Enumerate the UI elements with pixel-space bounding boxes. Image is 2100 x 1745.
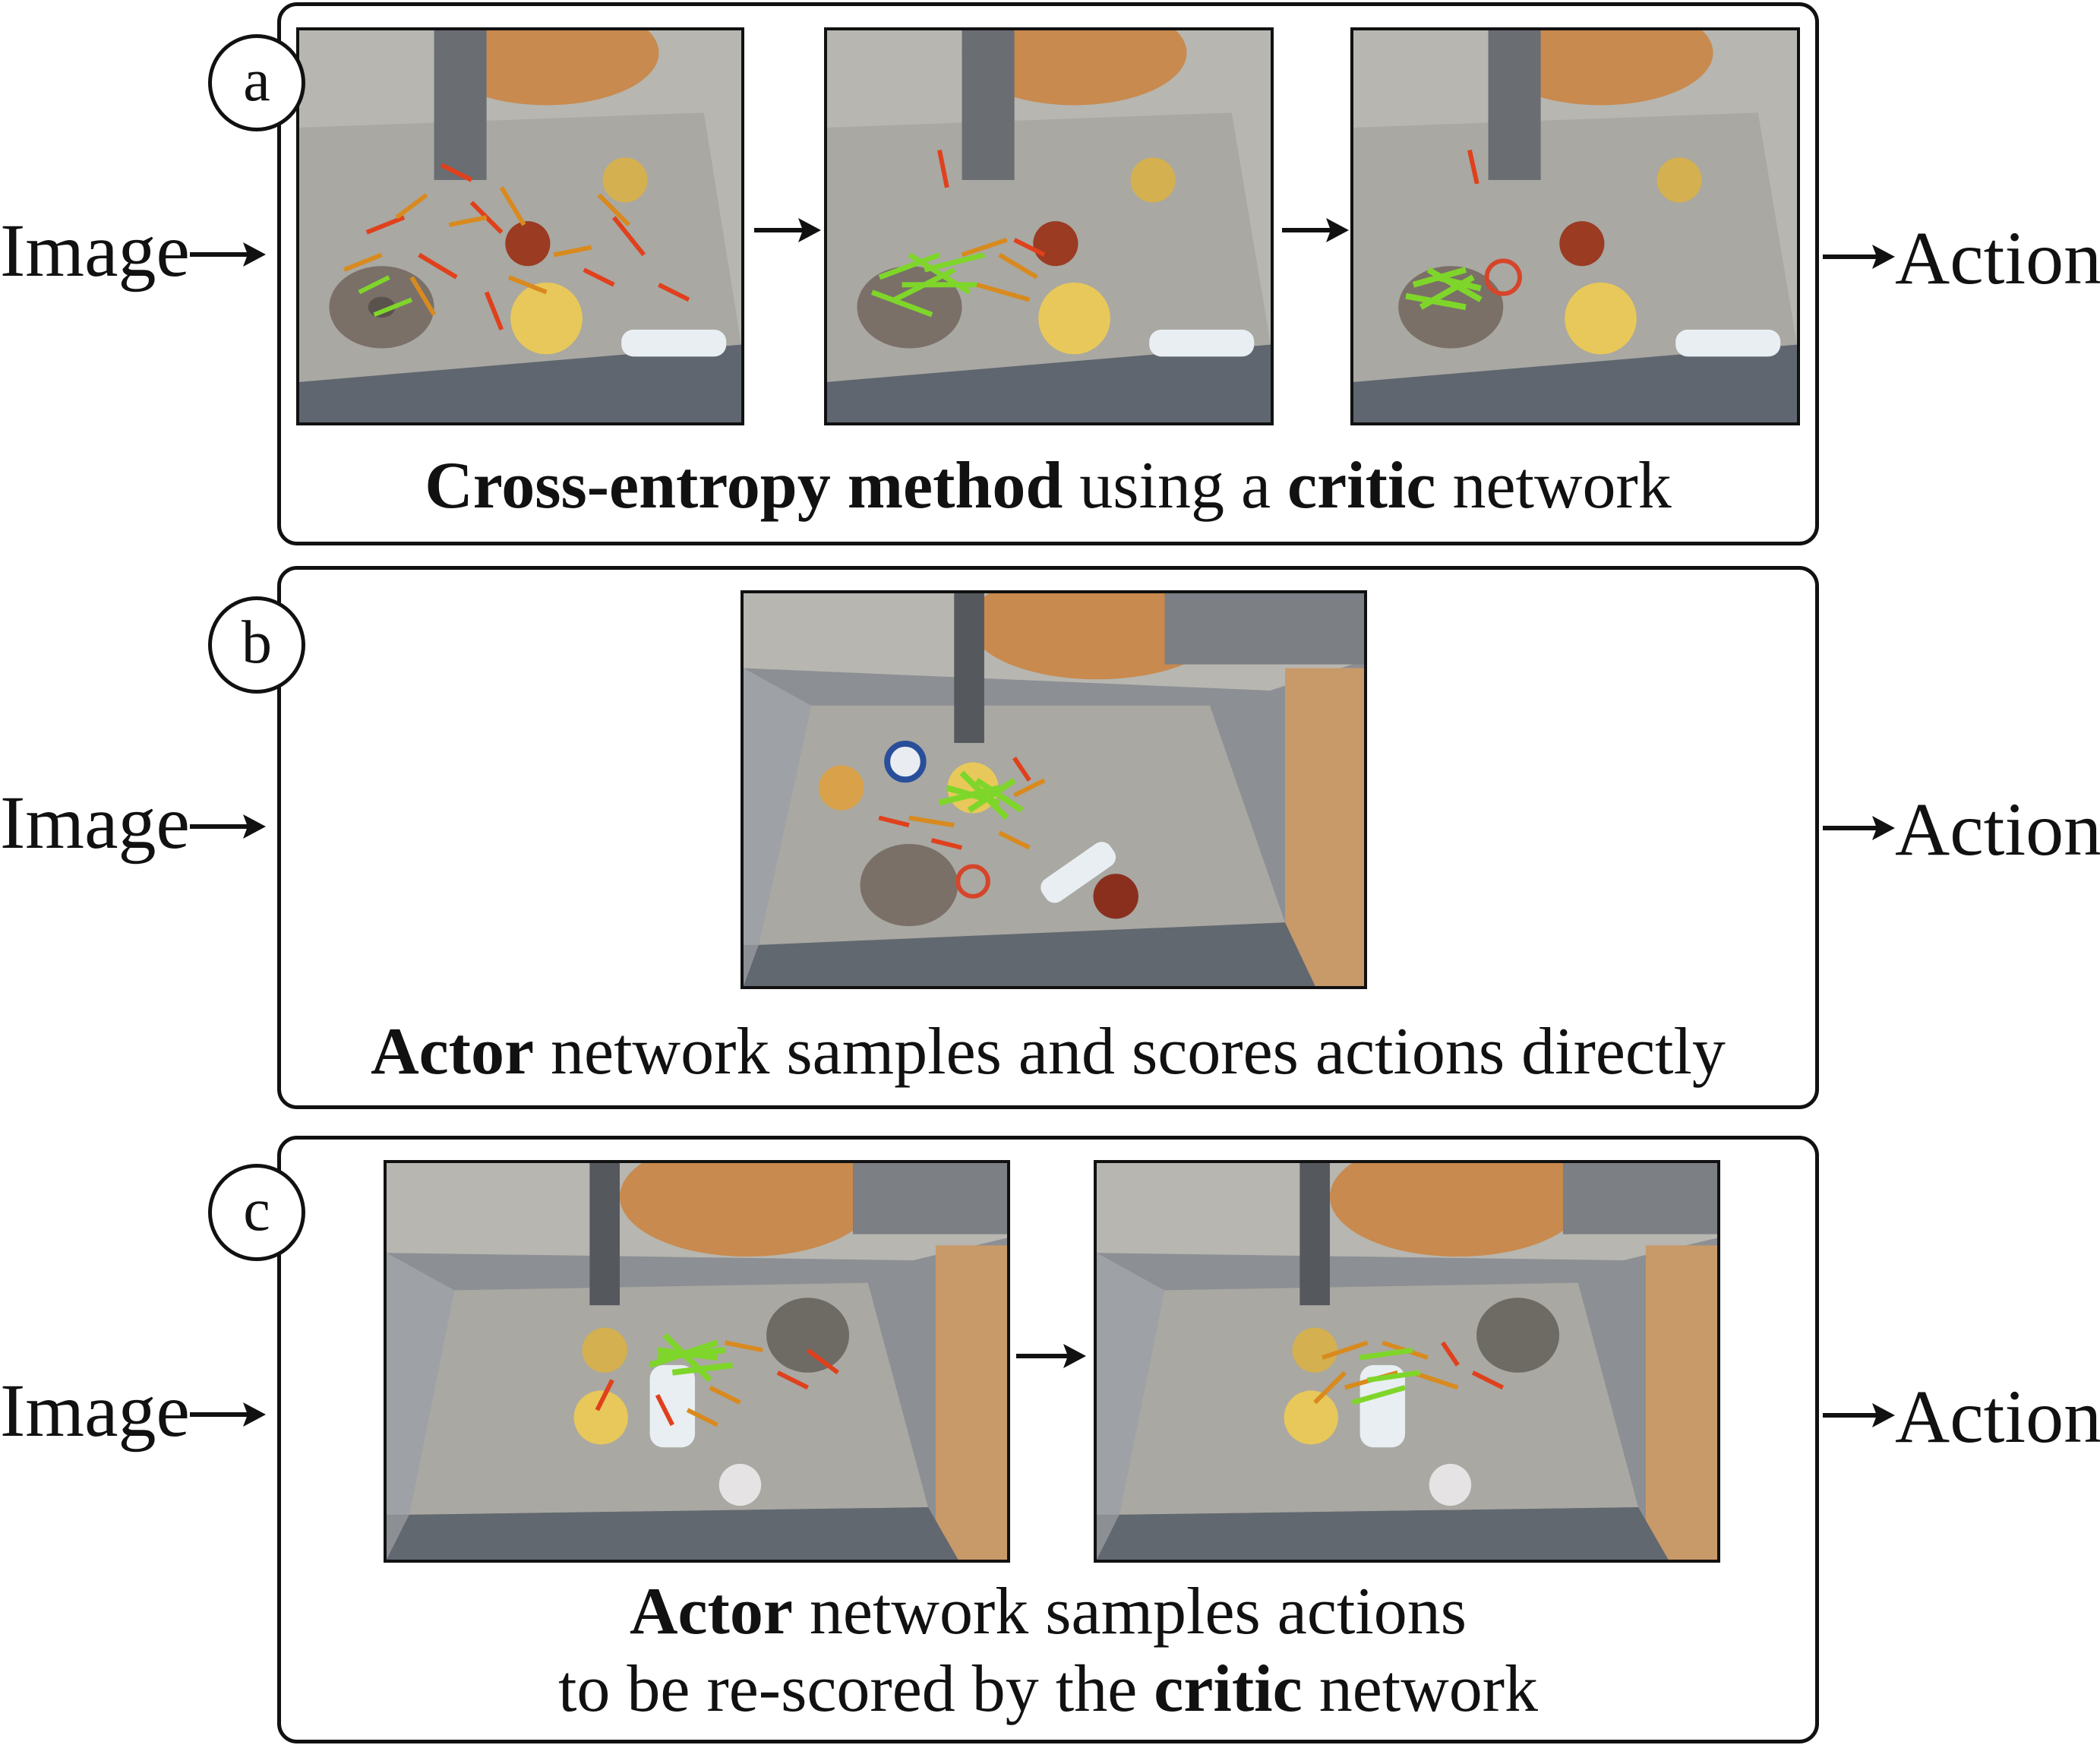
input-arrow-a: [190, 242, 266, 267]
bin-scene-a3: [1353, 30, 1797, 422]
caption-c-text-2: to be re-scored by the: [557, 1652, 1154, 1726]
output-arrow-a: [1823, 245, 1895, 269]
input-label-c: Image: [0, 1368, 190, 1453]
caption-c-line-1: Actor network samples actions: [281, 1573, 1815, 1652]
output-label-b: Action: [1895, 787, 2100, 871]
caption-c-bold-1: Actor: [629, 1575, 793, 1649]
caption-b: Actor network samples and scores actions…: [281, 1013, 1815, 1092]
caption-c-bold-2: critic: [1154, 1652, 1303, 1726]
caption-a-text-2: network: [1435, 449, 1672, 523]
workspace-photo-actor: [741, 590, 1367, 989]
caption-a-bold-1: Cross-entropy method: [425, 449, 1063, 523]
output-arrow-b: [1823, 816, 1895, 840]
bin-scene-c1: [387, 1163, 1007, 1560]
input-arrow-c: [190, 1402, 266, 1427]
workspace-photo-iteration-3: [1350, 27, 1800, 425]
caption-a-bold-2: critic: [1287, 449, 1436, 523]
panel-badge-c: c: [208, 1164, 305, 1261]
caption-c-line-2: to be re-scored by the critic network: [281, 1650, 1815, 1729]
input-label-b: Image: [0, 780, 190, 865]
bin-scene-a2: [827, 30, 1271, 422]
panel-c: Actor network samples actions to be re-s…: [277, 1136, 1819, 1743]
output-label-a: Action: [1895, 216, 2100, 300]
workspace-photo-iteration-2: [824, 27, 1274, 425]
workspace-photo-critic-rescored: [1094, 1160, 1720, 1563]
caption-c-text-1: network samples actions: [792, 1575, 1467, 1649]
input-label-a: Image: [0, 208, 190, 292]
panel-badge-a: a: [208, 34, 305, 131]
panel-badge-b: b: [208, 596, 305, 694]
workspace-photo-iteration-1: [296, 27, 744, 425]
panel-a: Cross-entropy method using a critic netw…: [277, 2, 1819, 545]
step-arrow-a2: [1282, 218, 1349, 242]
workspace-photo-actor-samples: [384, 1160, 1010, 1563]
caption-a-text-1: using a: [1063, 449, 1288, 523]
caption-b-text-1: network samples and scores actions direc…: [534, 1015, 1726, 1089]
panel-b: Actor network samples and scores actions…: [277, 566, 1819, 1109]
caption-c-text-3: network: [1302, 1652, 1539, 1726]
step-arrow-a1: [754, 218, 821, 242]
caption-a: Cross-entropy method using a critic netw…: [281, 447, 1815, 526]
bin-scene-b: [744, 593, 1364, 986]
output-arrow-c: [1823, 1403, 1895, 1427]
bin-scene-c2: [1097, 1163, 1717, 1560]
caption-b-bold-1: Actor: [371, 1015, 535, 1089]
step-arrow-c1: [1016, 1344, 1086, 1368]
input-arrow-b: [190, 814, 266, 839]
output-label-c: Action: [1895, 1374, 2100, 1459]
bin-scene-a1: [299, 30, 741, 422]
